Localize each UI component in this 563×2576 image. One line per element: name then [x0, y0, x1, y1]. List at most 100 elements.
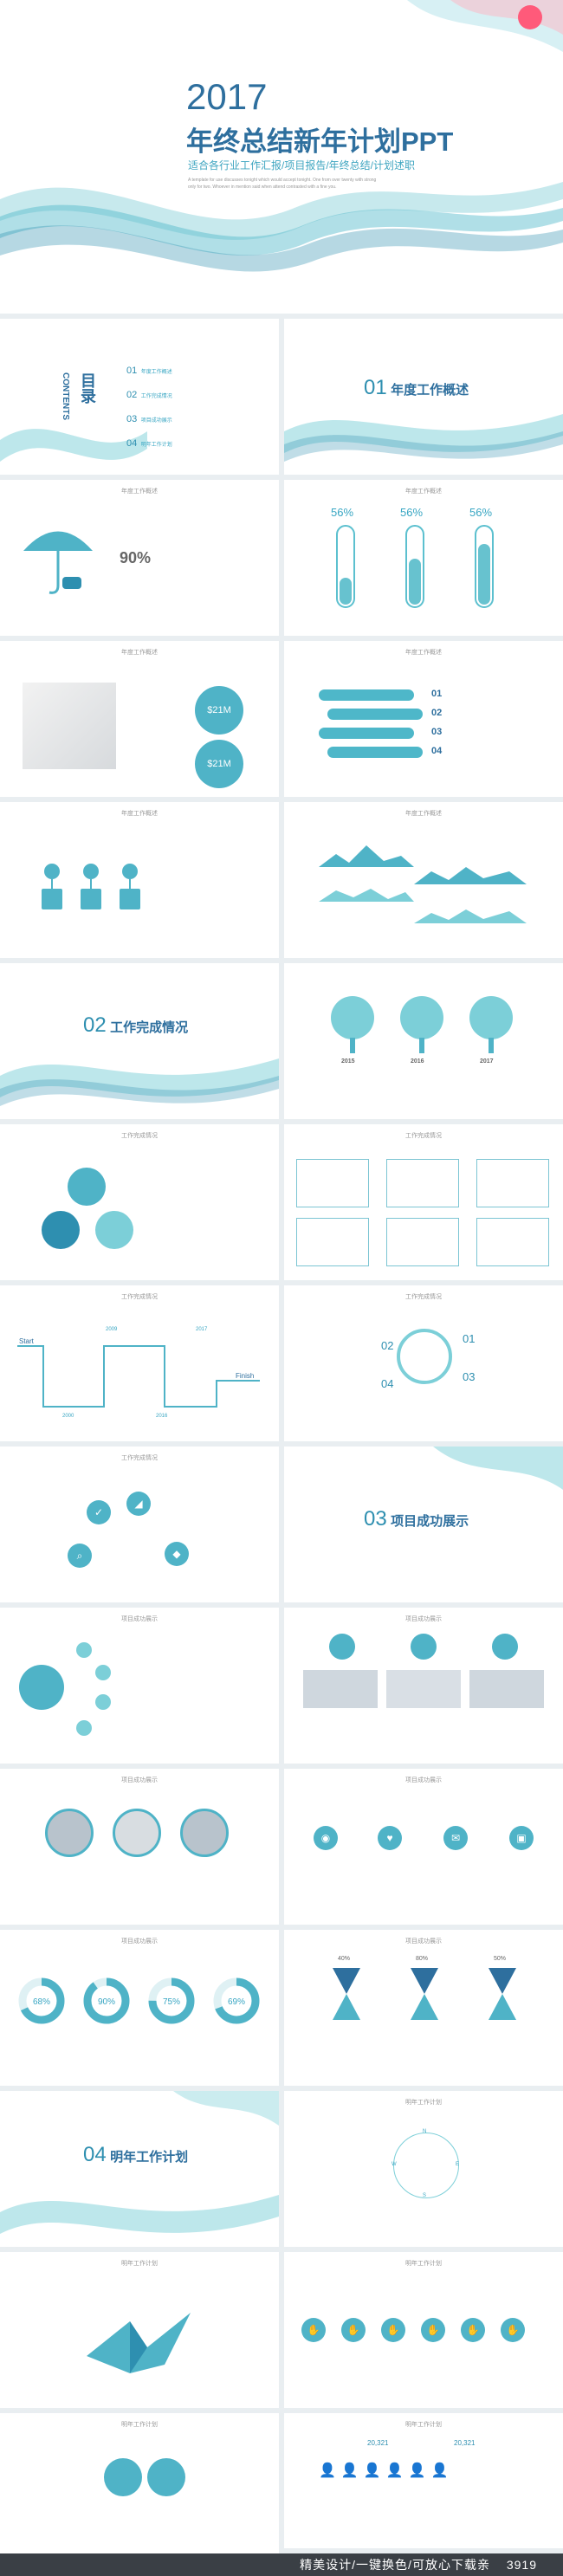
- section-04-slide: 04 明年工作计划: [0, 2091, 279, 2247]
- team-slide: 明年工作计划 20,321 20,321 👤👤👤👤👤👤: [284, 2413, 563, 2548]
- footer-id: 3919: [506, 2558, 537, 2572]
- photo-circle: [180, 1809, 229, 1857]
- compass-slide: 明年工作计划 N E S W: [284, 2091, 563, 2247]
- toc-num: 03: [126, 414, 138, 424]
- cycle-num: 03: [463, 1370, 476, 1383]
- slide-title: 项目成功展示: [405, 1777, 442, 1783]
- wave-decoration: [0, 429, 147, 462]
- info-box: [296, 1159, 369, 1207]
- gender-slide: 明年工作计划: [0, 2413, 279, 2569]
- envelope-icon: ✉: [443, 1826, 468, 1850]
- slide-title: 明年工作计划: [121, 2261, 158, 2267]
- donut-slide: 项目成功展示 68%90%75%69%: [0, 1930, 279, 2086]
- compass-w: W: [392, 2162, 397, 2167]
- photo-circles-slide: 项目成功展示: [0, 1769, 279, 1925]
- cycle-num: 04: [381, 1377, 394, 1390]
- toc-label: 工作完成情况: [140, 394, 172, 399]
- money-slide: 年度工作概述 $21M $21M: [0, 641, 279, 797]
- people-icons: 👤👤👤👤👤👤: [319, 2463, 454, 2478]
- hand-icon: ✋: [421, 2318, 445, 2342]
- toc-slide: 目录 CONTENTS 01 年度工作概述 02 工作完成情况 03 项目成功展…: [0, 319, 279, 475]
- slide-title: 年度工作概述: [121, 489, 158, 495]
- arrow-pill: [319, 689, 414, 701]
- thermo-label: 56%: [400, 506, 424, 519]
- tree-year: 2015: [341, 1058, 355, 1065]
- slide-title: 明年工作计划: [405, 2100, 442, 2106]
- toc-item[interactable]: 04 明年工作计划: [126, 435, 172, 450]
- toc-num: 04: [126, 438, 138, 449]
- umbrella-slide: 年度工作概述 90%: [0, 480, 279, 636]
- tree-trunk: [350, 1038, 355, 1053]
- compass-s: S: [423, 2193, 427, 2198]
- photo-placeholder: [469, 1670, 544, 1708]
- section-01-slide: 01 年度工作概述: [284, 319, 563, 475]
- wave-decoration: [284, 414, 563, 462]
- umbrella-icon: [23, 531, 93, 594]
- arrow-num: 03: [431, 727, 443, 737]
- timeline-year: 2016: [156, 1414, 168, 1419]
- card-icon: [411, 1634, 437, 1660]
- toc-item[interactable]: 03 项目成功展示: [126, 411, 172, 426]
- corner-wave: [433, 1447, 563, 1490]
- section-label: 项目成功展示: [391, 1514, 469, 1529]
- wave-decoration: [0, 1058, 279, 1106]
- node-icon: [95, 1665, 111, 1680]
- numbered-circle-slide: 工作完成情况 02 01 03 04: [284, 1285, 563, 1441]
- timeline-slide: 工作完成情况 Start Finish 2000 2009 2016 2017: [0, 1285, 279, 1441]
- donut-arc: [83, 1977, 130, 2024]
- donut-label: 68%: [33, 1997, 50, 2007]
- hand-icon: ✋: [461, 2318, 485, 2342]
- thermo-label: 56%: [469, 506, 493, 519]
- node-icon: [76, 1720, 92, 1736]
- slide-title: 工作完成情况: [121, 1294, 158, 1300]
- info-box: [476, 1159, 549, 1207]
- timeline-year: 2017: [196, 1327, 208, 1332]
- slide-title: 年度工作概述: [121, 811, 158, 817]
- tree-trunk: [489, 1038, 494, 1053]
- title-desc-2: only for two. Whoever in mention said wh…: [188, 184, 337, 190]
- donut-chart: 68%90%75%69%: [18, 1977, 260, 2024]
- megaphone-icon: ◢: [126, 1492, 151, 1516]
- toc-item[interactable]: 02 工作完成情况: [126, 386, 172, 402]
- toc-subtitle: CONTENTS: [61, 372, 70, 420]
- slide-title: 年度工作概述: [121, 650, 158, 656]
- slide-title: 年度工作概述: [405, 650, 442, 656]
- slide-title: 项目成功展示: [121, 1938, 158, 1945]
- arrow-pill: [327, 709, 423, 720]
- umbrella-percent: 90%: [120, 549, 152, 566]
- tree-year: 2017: [480, 1058, 494, 1065]
- slide-title: 工作完成情况: [405, 1294, 442, 1300]
- title-year: 2017: [186, 76, 268, 117]
- card-icon: [492, 1634, 518, 1660]
- photo-placeholder: [303, 1670, 378, 1708]
- tree-icon: [331, 996, 374, 1039]
- photo-placeholder: [23, 683, 116, 769]
- toc-list: 01 年度工作概述 02 工作完成情况 03 项目成功展示 04 明年工作计划: [126, 362, 172, 459]
- photo-circle: [45, 1809, 94, 1857]
- photo-cards-slide: 项目成功展示: [284, 1608, 563, 1764]
- hourglass-label: 50%: [494, 1956, 507, 1962]
- arrow-num: 02: [431, 708, 443, 718]
- slide-title: 明年工作计划: [405, 2422, 442, 2428]
- heart-icon: ♥: [378, 1826, 402, 1850]
- toc-item[interactable]: 01 年度工作概述: [126, 362, 172, 378]
- slide-title: 项目成功展示: [121, 1616, 158, 1622]
- money-circle: $21M: [195, 686, 243, 735]
- card-icon: [329, 1634, 355, 1660]
- hourglass-icon: [411, 1994, 438, 2020]
- people-icon: [19, 1665, 64, 1710]
- donut-label: 69%: [228, 1997, 245, 2007]
- tree-trunk: [419, 1038, 424, 1053]
- logo-icon: [518, 5, 542, 29]
- bag-icon: ▣: [509, 1826, 534, 1850]
- photo-placeholder: [386, 1670, 461, 1708]
- info-box: [476, 1218, 549, 1266]
- plant-pots-icon: [42, 864, 140, 909]
- slide-title: 明年工作计划: [405, 2261, 442, 2267]
- arrow-pill: [319, 728, 414, 739]
- slide-title: 明年工作计划: [121, 2422, 158, 2428]
- thermo-label: 56%: [331, 506, 354, 519]
- cycle-circle: [68, 1168, 106, 1206]
- hourglass-icon: [411, 1968, 438, 1994]
